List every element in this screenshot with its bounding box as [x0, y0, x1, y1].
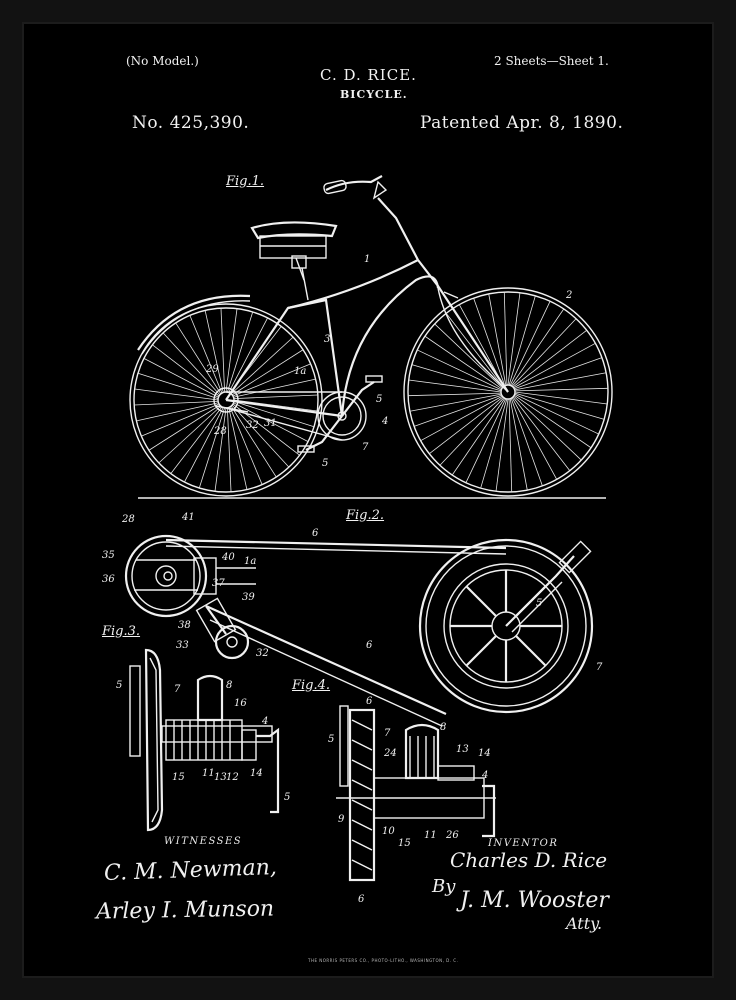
sheet-count: 2 Sheets—Sheet 1. — [494, 54, 609, 68]
patent-sheet: (No Model.) C. D. RICE. BICYCLE. 2 Sheet… — [26, 30, 710, 970]
inventor-signature: Charles D. Rice — [450, 848, 608, 872]
attorney-signature: J. M. Wooster — [460, 888, 609, 913]
inventor-name-heading: C. D. RICE. — [320, 66, 417, 84]
svg-text:7: 7 — [362, 442, 369, 453]
printer-footer: THE NORRIS PETERS CO., PHOTO-LITHO., WAS… — [308, 958, 459, 963]
svg-text:5: 5 — [284, 792, 290, 803]
svg-text:15: 15 — [398, 838, 411, 849]
svg-text:11: 11 — [424, 830, 437, 841]
svg-text:1a: 1a — [244, 556, 256, 567]
svg-text:4: 4 — [481, 770, 488, 781]
patent-drawings: 1 2 3 4 5 5 7 1a 29 28 32 31 — [102, 175, 613, 905]
svg-text:33: 33 — [176, 640, 189, 651]
svg-text:40: 40 — [221, 552, 235, 563]
svg-text:6: 6 — [358, 894, 365, 905]
svg-text:5: 5 — [322, 458, 328, 469]
rear-wheel — [129, 303, 323, 497]
svg-text:29: 29 — [205, 364, 219, 375]
svg-text:6: 6 — [366, 640, 373, 651]
svg-text:12: 12 — [226, 772, 239, 783]
svg-text:35: 35 — [102, 550, 115, 561]
svg-text:39: 39 — [242, 592, 255, 603]
svg-text:13: 13 — [214, 772, 227, 783]
svg-text:10: 10 — [382, 826, 395, 837]
svg-text:6: 6 — [312, 528, 319, 539]
svg-text:37: 37 — [212, 578, 225, 589]
fig4-label: Fig.4. — [292, 678, 331, 693]
inventor-label: INVENTOR — [488, 838, 559, 849]
svg-text:41: 41 — [181, 512, 195, 523]
svg-text:11: 11 — [202, 768, 215, 779]
svg-text:36: 36 — [102, 574, 115, 585]
fig2-label: Fig.2. — [346, 508, 385, 523]
svg-text:9: 9 — [338, 814, 345, 825]
svg-text:4: 4 — [381, 416, 388, 427]
svg-text:7: 7 — [596, 662, 603, 673]
witness2-signature: Arley I. Munson — [95, 896, 275, 925]
patent-number: No. 425,390. — [132, 113, 250, 133]
svg-text:8: 8 — [226, 680, 232, 691]
svg-text:8: 8 — [440, 722, 446, 733]
svg-text:38: 38 — [178, 620, 191, 631]
svg-text:28: 28 — [213, 426, 227, 437]
svg-text:7: 7 — [174, 684, 181, 695]
svg-text:32: 32 — [246, 420, 259, 431]
fig3-section-drawing: 5 7 8 16 4 15 11 13 12 14 5 — [116, 648, 290, 832]
svg-text:5: 5 — [328, 734, 334, 745]
svg-text:7: 7 — [384, 728, 391, 739]
svg-text:14: 14 — [250, 768, 263, 779]
svg-text:5: 5 — [376, 394, 382, 405]
svg-text:15: 15 — [172, 772, 185, 783]
svg-text:5: 5 — [116, 680, 122, 691]
svg-text:16: 16 — [234, 698, 247, 709]
svg-text:13: 13 — [456, 744, 469, 755]
svg-text:6: 6 — [366, 696, 373, 707]
gear-drive-drawing: 6 6 28 41 35 36 40 1a 39 38 33 32 37 7 5 — [102, 512, 603, 727]
svg-text:14: 14 — [478, 748, 491, 759]
fig3-label: Fig.3. — [102, 624, 141, 639]
front-wheel — [403, 287, 613, 497]
no-model-label: (No Model.) — [126, 54, 199, 68]
svg-text:31: 31 — [264, 418, 277, 429]
svg-text:1: 1 — [364, 254, 370, 265]
svg-text:2: 2 — [565, 290, 572, 301]
fig4-section-drawing: 6 5 7 8 24 13 14 4 9 10 15 11 26 6 — [328, 696, 496, 905]
atty-label: Atty. — [566, 914, 603, 933]
patent-date: Patented Apr. 8, 1890. — [420, 113, 624, 133]
svg-text:5: 5 — [536, 598, 542, 609]
svg-text:28: 28 — [121, 514, 135, 525]
svg-text:32: 32 — [256, 648, 269, 659]
fig1-label: Fig.1. — [226, 174, 265, 189]
by-label: By — [432, 876, 456, 897]
witnesses-label: WITNESSES — [164, 836, 243, 847]
svg-text:3: 3 — [324, 334, 330, 345]
svg-text:26: 26 — [445, 830, 459, 841]
svg-text:4: 4 — [261, 716, 268, 727]
svg-text:24: 24 — [383, 748, 397, 759]
bicycle-drawing: 1 2 3 4 5 5 7 1a 29 28 32 31 — [129, 175, 613, 499]
svg-text:1a: 1a — [294, 366, 306, 377]
patent-title: BICYCLE. — [340, 88, 408, 101]
